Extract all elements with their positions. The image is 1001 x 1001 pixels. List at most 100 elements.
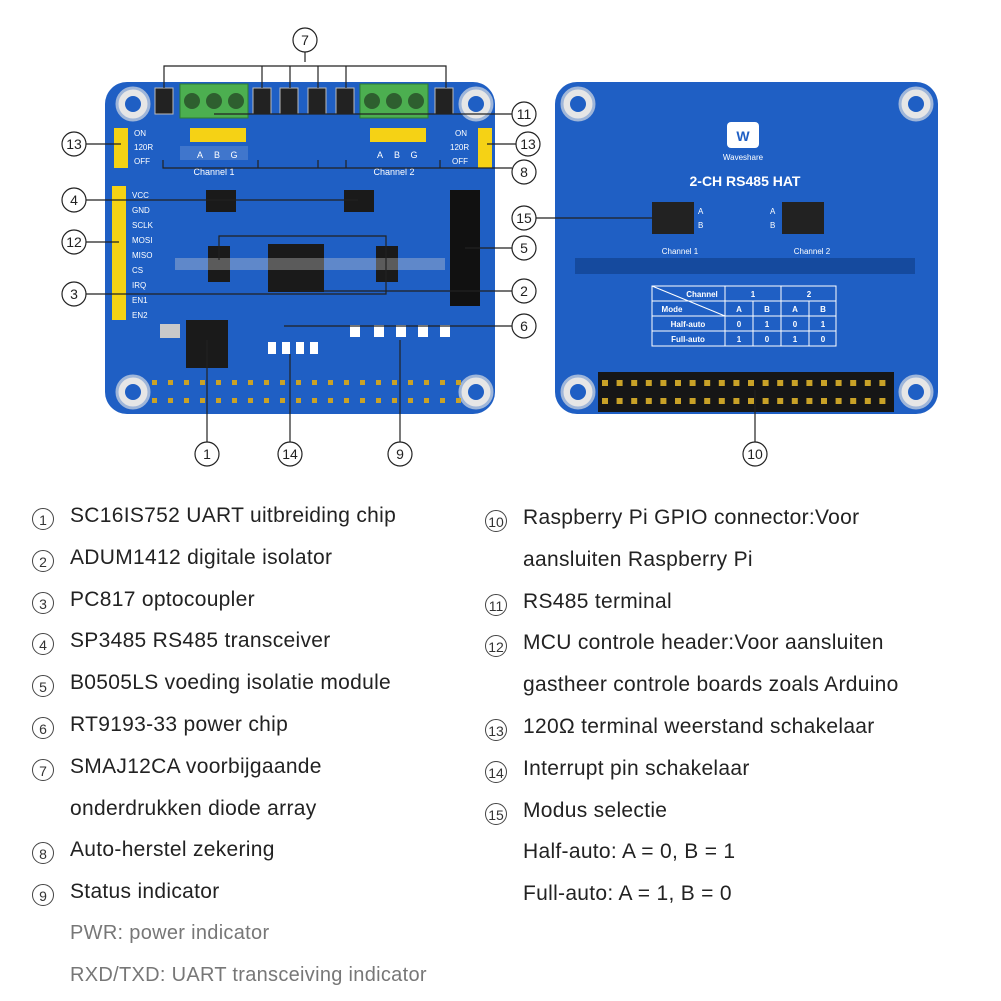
terminal-b-label: B — [394, 150, 400, 160]
callout-circle-4 — [61, 187, 87, 213]
mode-switch-b-label: B — [698, 221, 703, 230]
callout-number: 6 — [520, 318, 528, 334]
callout-circle-3 — [61, 281, 87, 307]
mcu-pin-label: MISO — [132, 251, 152, 260]
mode-table-cell: 2 — [807, 290, 812, 299]
callout-circle-11 — [511, 101, 537, 127]
switch-on-label: ON — [134, 129, 146, 138]
callout-number: 13 — [520, 136, 536, 152]
callout-circle-9 — [387, 441, 413, 467]
sp3485-chip-2 — [344, 190, 374, 212]
callout-circle-15 — [511, 205, 537, 231]
legend-number: 6 — [32, 717, 54, 739]
legend-text: B0505LS voeding isolatie module — [70, 671, 392, 695]
svg-text:W: W — [736, 128, 750, 144]
callout-number: 7 — [301, 32, 309, 48]
callout-circle-14 — [277, 441, 303, 467]
gpio-connector — [598, 372, 894, 412]
legend-text-continued: gastheer controle boards zoals Arduino — [523, 673, 899, 697]
legend-number: 12 — [485, 635, 507, 658]
legend-sub-text: Half-auto: A = 0, B = 1 — [523, 840, 736, 864]
mcu-pin-label: IRQ — [132, 281, 146, 290]
legend-text: Status indicator — [70, 880, 220, 904]
mode-table-cell: 1 — [821, 320, 826, 329]
mode-table-cell: A — [736, 305, 742, 314]
terminal-b-label: B — [214, 150, 220, 160]
callout-circle-8 — [511, 159, 537, 185]
terminal-a-label: A — [197, 150, 203, 160]
terminal-g-label: G — [410, 150, 417, 160]
mcu-pin-label: CS — [132, 266, 143, 275]
waveshare-logo: W Waveshare — [723, 122, 764, 162]
mode-table-cell: B — [820, 305, 826, 314]
legend-text-continued: aansluiten Raspberry Pi — [523, 547, 753, 571]
switch-off-label: OFF — [134, 157, 150, 166]
legend-sub-text: Full-auto: A = 1, B = 0 — [523, 882, 732, 906]
brand-label: Waveshare — [723, 153, 764, 162]
callout-circle-5 — [511, 235, 537, 261]
legend-text: RT9193-33 power chip — [70, 713, 289, 736]
legend-number: 7 — [32, 758, 54, 781]
callout-number: 4 — [70, 192, 78, 208]
legend-number: 4 — [32, 633, 54, 656]
mcu-pin-label: SCLK — [132, 221, 154, 230]
mode-switch-a-label: A — [698, 207, 704, 216]
mcu-pin-label: EN1 — [132, 296, 148, 305]
callout-number: 12 — [66, 234, 82, 250]
legend-sub-text: PWR: power indicator — [70, 922, 270, 944]
mcu-header — [112, 186, 126, 320]
pc817-optocoupler-2 — [376, 246, 398, 282]
mcu-pin-label: GND — [132, 206, 150, 215]
legend-text: SMAJ12CA voorbijgaande — [70, 754, 322, 778]
mode-table-cell: A — [792, 305, 798, 314]
mode-table-cell: Half-auto — [671, 320, 706, 329]
legend-text-continued: onderdrukken diode array — [70, 796, 317, 820]
mode-table-cell: Mode — [662, 305, 683, 314]
callout-circle-1 — [194, 441, 220, 467]
legend-text: PC817 optocoupler — [70, 587, 255, 611]
mode-table — [651, 285, 837, 347]
legend-text: SP3485 RS485 transceiver — [70, 629, 331, 653]
back-channel-1-label: Channel 1 — [662, 247, 699, 256]
legend-number: 2 — [32, 549, 54, 572]
mcu-pin-label: EN2 — [132, 311, 148, 320]
callout-number: 5 — [520, 240, 528, 256]
mode-table-cell: 1 — [793, 335, 798, 344]
switch-on-label: ON — [455, 129, 467, 138]
legend-number: 3 — [32, 591, 54, 614]
callout-circle-7 — [292, 27, 318, 53]
callout-circle-10 — [742, 441, 768, 467]
mode-table-cell: Full-auto — [671, 335, 705, 344]
pc817-optocoupler-1 — [208, 246, 230, 282]
legend-text: Modus selectie — [523, 798, 668, 822]
legend-number: 11 — [485, 593, 507, 616]
mode-table-cell: 1 — [751, 290, 756, 299]
mode-table-cell: B — [764, 305, 770, 314]
callout-number: 11 — [517, 106, 532, 122]
callout-circle-6 — [511, 313, 537, 339]
mcu-pin-label: MOSI — [132, 236, 152, 245]
mode-switch-b-label: B — [770, 221, 775, 230]
switch-120r-label: 120R — [134, 143, 153, 152]
mode-table-cell: 0 — [765, 335, 770, 344]
callout-number: 3 — [70, 286, 78, 302]
callout-number: 9 — [396, 446, 404, 462]
back-board: W Waveshare 2-CH RS485 HAT A B A B Chann… — [555, 82, 938, 414]
legend-text: Auto-herstel zekering — [70, 838, 275, 862]
legend-sub-text: RXD/TXD: UART transceiving indicator — [70, 963, 427, 986]
legend-number: 5 — [32, 675, 54, 698]
mode-table-cell: 1 — [765, 320, 770, 329]
back-channel-2-label: Channel 2 — [794, 247, 831, 256]
callout-circle-2 — [511, 278, 537, 304]
adum1412-chip — [268, 244, 324, 292]
front-board: Channel 1 Channel 2 A B G A B G ON 120R … — [105, 82, 495, 414]
callout-number: 1 — [203, 446, 211, 462]
callout-number: 15 — [516, 210, 532, 226]
switch-off-label: OFF — [452, 157, 468, 166]
legend-number: 9 — [32, 884, 54, 907]
callout-number: 10 — [747, 446, 763, 462]
legend-number: 14 — [485, 760, 507, 783]
legend-text: SC16IS752 UART uitbreiding chip — [70, 504, 397, 527]
